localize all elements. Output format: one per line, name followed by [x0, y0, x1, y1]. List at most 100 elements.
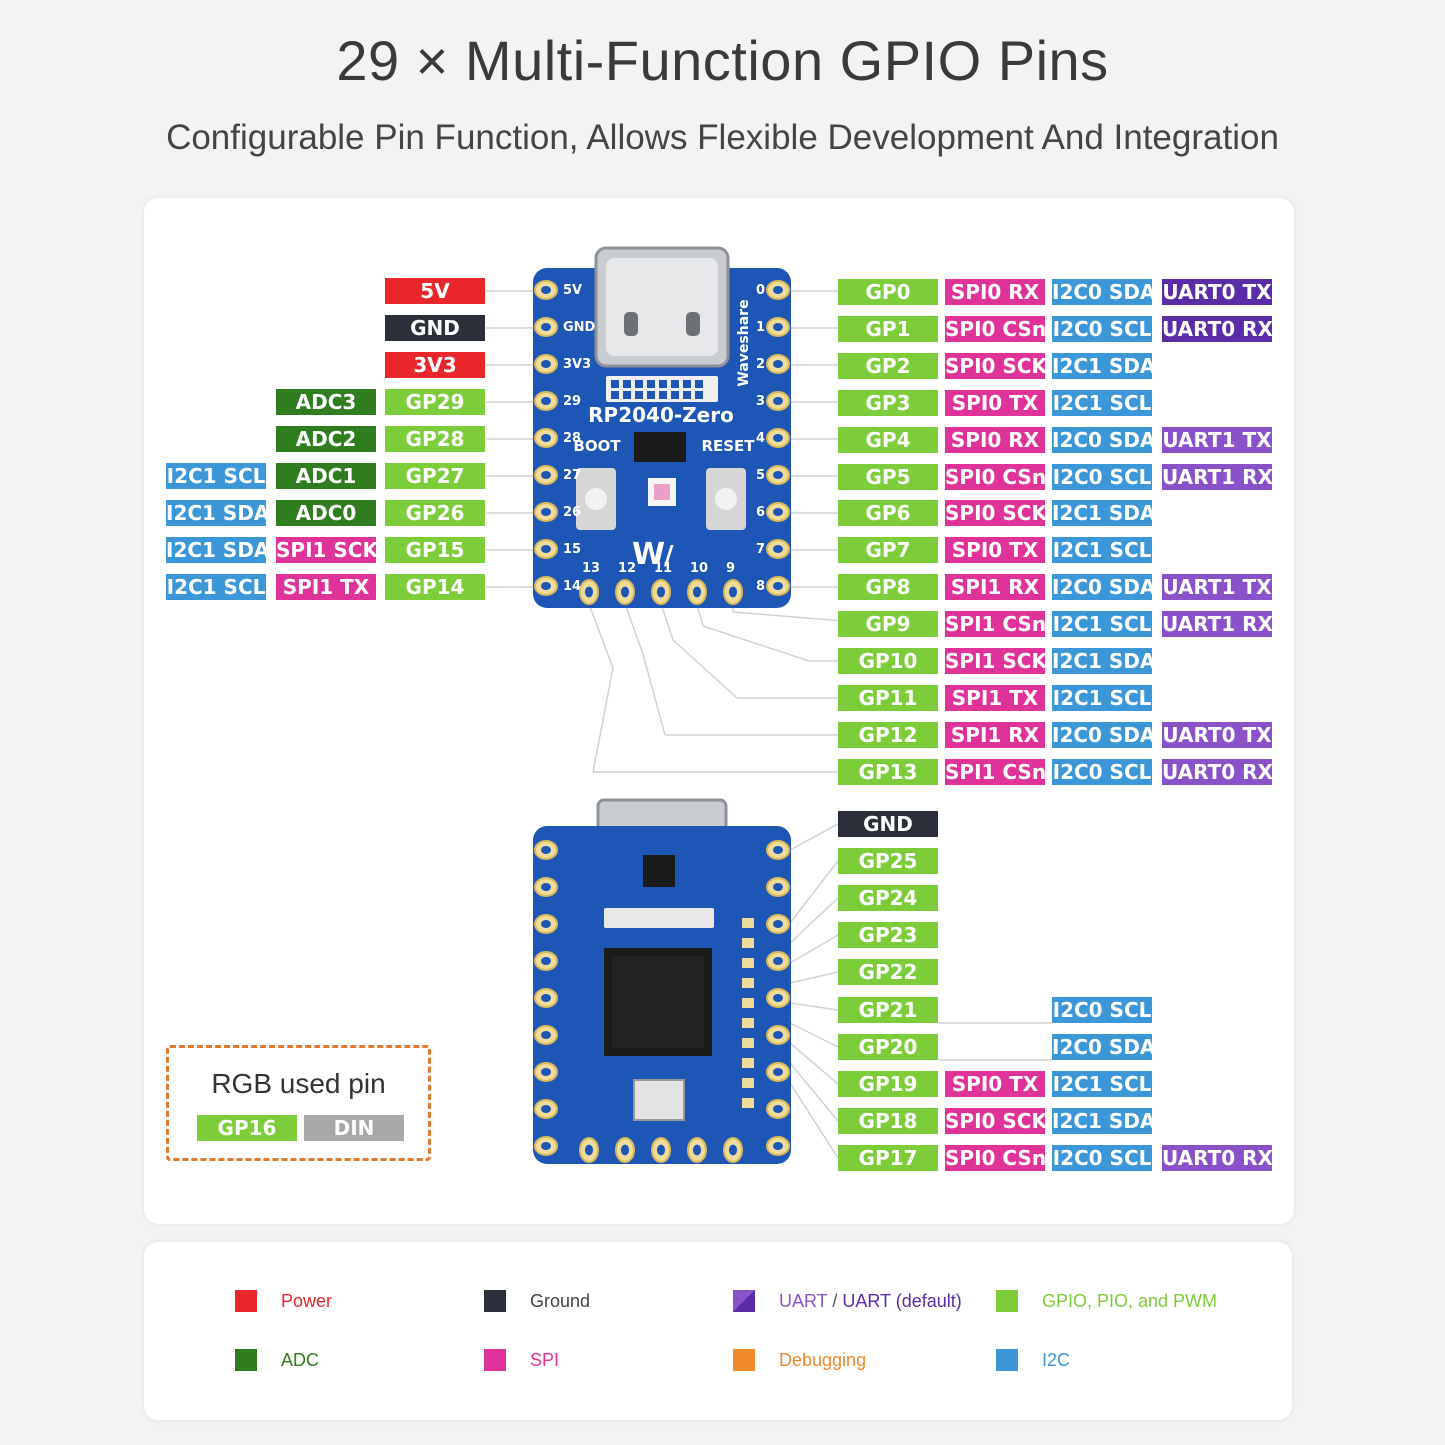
- right-spi-label: SPI1 TX: [945, 685, 1045, 711]
- left-pin-label: ADC1: [276, 463, 376, 489]
- legend-swatch: [996, 1349, 1018, 1371]
- legend-item: GPIO, PIO, and PWM: [996, 1290, 1256, 1314]
- right-spi-label: SPI0 TX: [945, 390, 1045, 416]
- legend-item: I2C: [996, 1349, 1256, 1373]
- left-pin-label: ADC2: [276, 426, 376, 452]
- bottom-spi-label: SPI0 SCK: [945, 1108, 1045, 1134]
- right-spi-label: SPI1 CSn: [945, 611, 1045, 637]
- right-uart-label: UART0 RX: [1162, 759, 1272, 785]
- right-i2c-label: I2C1 SCL: [1052, 685, 1152, 711]
- right-i2c-label: I2C0 SDA: [1052, 427, 1152, 453]
- page-title: 29 × Multi-Function GPIO Pins: [336, 29, 1109, 92]
- silk-label: 27: [563, 468, 582, 483]
- legend-label: Ground: [530, 1291, 591, 1311]
- right-i2c-label: I2C0 SCL: [1052, 316, 1152, 342]
- right-gpio-label: GP4: [838, 427, 938, 453]
- left-pin-label: I2C1 SDA: [166, 500, 266, 526]
- legend-label: I2C: [1042, 1350, 1071, 1370]
- svg-text:W: W: [632, 537, 665, 572]
- right-gpio-label: GP3: [838, 390, 938, 416]
- right-uart-label: UART0 TX: [1162, 722, 1272, 748]
- right-gpio-label: GP2: [838, 353, 938, 379]
- silk-label: 26: [563, 505, 582, 520]
- right-gpio-label: GP8: [838, 574, 938, 600]
- right-gpio-label: GP11: [838, 685, 938, 711]
- legend-label: SPI: [530, 1350, 560, 1370]
- silk-label: 10: [690, 561, 709, 576]
- right-spi-label: SPI0 SCK: [945, 500, 1045, 526]
- rgb-gp-label: GP16: [197, 1115, 297, 1141]
- bottom-i2c-label: I2C0 SCL: [1052, 997, 1152, 1023]
- silk-label: 11: [654, 561, 673, 576]
- silk-label: 5: [756, 468, 766, 483]
- legend-swatch: [235, 1290, 257, 1312]
- right-i2c-label: I2C0 SCL: [1052, 759, 1152, 785]
- right-gpio-label: GP12: [838, 722, 938, 748]
- right-spi-label: SPI0 RX: [945, 279, 1045, 305]
- right-uart-label: UART0 TX: [1162, 279, 1272, 305]
- legend-swatch: [484, 1349, 506, 1371]
- left-pin-label: 5V: [385, 278, 485, 304]
- right-i2c-label: I2C0 SCL: [1052, 464, 1152, 490]
- right-gpio-label: GP6: [838, 500, 938, 526]
- right-gpio-label: GP13: [838, 759, 938, 785]
- legend-swatch: [733, 1290, 755, 1312]
- silk-label: 2: [756, 357, 766, 372]
- left-pin-label: 3V3: [385, 352, 485, 378]
- right-spi-label: SPI0 SCK: [945, 353, 1045, 379]
- silk-label: 13: [582, 561, 601, 576]
- bottom-gpio-label: GP17: [838, 1145, 938, 1171]
- right-i2c-label: I2C1 SCL: [1052, 390, 1152, 416]
- bottom-gpio-label: GP25: [838, 848, 938, 874]
- right-gpio-label: GP5: [838, 464, 938, 490]
- rgb-used-pin-box: RGB used pin: [166, 1045, 431, 1161]
- bottom-gpio-label: GP22: [838, 959, 938, 985]
- left-pin-label: ADC3: [276, 389, 376, 415]
- bottom-i2c-label: I2C1 SDA: [1052, 1108, 1152, 1134]
- rgb-din-label: DIN: [304, 1115, 404, 1141]
- silk-label: 5V: [563, 283, 583, 298]
- bottom-i2c-label: I2C0 SDA: [1052, 1034, 1152, 1060]
- silk-label: 6: [756, 505, 766, 520]
- right-i2c-label: I2C0 SDA: [1052, 574, 1152, 600]
- right-uart-label: UART1 RX: [1162, 464, 1272, 490]
- silk-label: 3V3: [563, 357, 592, 372]
- legend-item: Power: [235, 1290, 495, 1314]
- right-spi-label: SPI0 RX: [945, 427, 1045, 453]
- right-spi-label: SPI1 SCK: [945, 648, 1045, 674]
- left-pin-label: GP28: [385, 426, 485, 452]
- bottom-gpio-label: GP20: [838, 1034, 938, 1060]
- right-i2c-label: I2C0 SDA: [1052, 722, 1152, 748]
- right-spi-label: SPI0 CSn: [945, 464, 1045, 490]
- right-i2c-label: I2C1 SDA: [1052, 500, 1152, 526]
- right-i2c-label: I2C1 SCL: [1052, 611, 1152, 637]
- right-spi-label: SPI1 RX: [945, 722, 1045, 748]
- right-i2c-label: I2C0 SDA: [1052, 279, 1152, 305]
- right-gpio-label: GP10: [838, 648, 938, 674]
- silk-label: 4: [756, 431, 766, 446]
- left-pin-label: GP26: [385, 500, 485, 526]
- silk-label: 8: [756, 579, 766, 594]
- legend-swatch: [996, 1290, 1018, 1312]
- left-pin-label: I2C1 SCL: [166, 463, 266, 489]
- legend-item: SPI: [484, 1349, 744, 1373]
- bottom-gpio-label: GND: [838, 811, 938, 837]
- boot-label: BOOT: [573, 437, 621, 455]
- silk-label: 9: [726, 561, 736, 576]
- right-i2c-label: I2C1 SCL: [1052, 537, 1152, 563]
- right-gpio-label: GP0: [838, 279, 938, 305]
- right-i2c-label: I2C1 SDA: [1052, 648, 1152, 674]
- right-uart-label: UART1 TX: [1162, 574, 1272, 600]
- bottom-uart-label: UART0 RX: [1162, 1145, 1272, 1171]
- legend-panel: [144, 1242, 1292, 1420]
- legend-swatch: [235, 1349, 257, 1371]
- silk-label: 1: [756, 320, 766, 335]
- left-pin-label: GND: [385, 315, 485, 341]
- left-pin-label: I2C1 SCL: [166, 574, 266, 600]
- silk-label: 29: [563, 394, 582, 409]
- silk-label: 7: [756, 542, 766, 557]
- bottom-gpio-label: GP23: [838, 922, 938, 948]
